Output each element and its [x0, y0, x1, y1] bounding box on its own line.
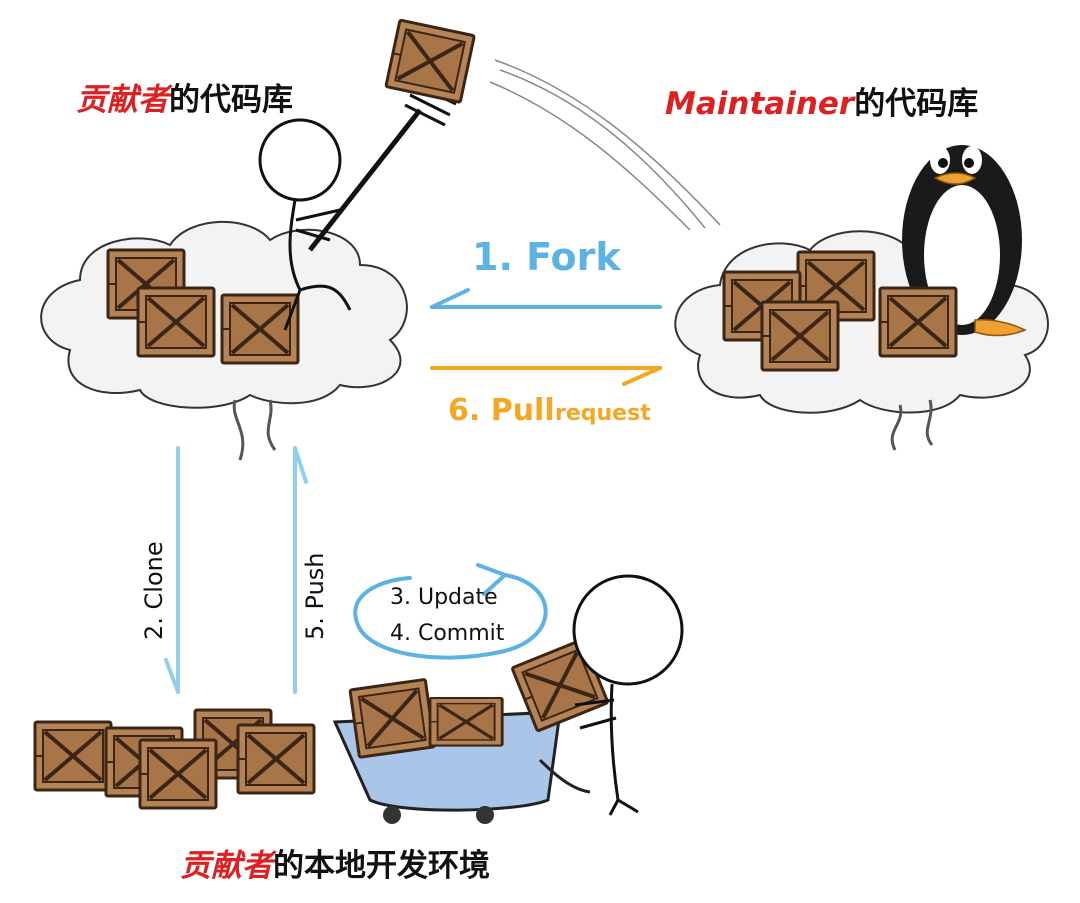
pull-request-label: 6. Pull: [448, 393, 555, 428]
local-highlight: 贡献者: [180, 848, 273, 884]
clone-arrow: [164, 446, 180, 694]
update-commit-cycle-arrow: [353, 563, 548, 660]
fork-label: 1. Fork: [472, 235, 621, 279]
pull-request-arrow: [430, 366, 662, 386]
local-env-text: 的本地开发环境: [273, 848, 490, 884]
contributor-repo-text: 的代码库: [169, 82, 293, 118]
motion-lines: [489, 59, 721, 231]
local-env-caption: 贡献者的本地开发环境: [180, 840, 490, 885]
maintainer-highlight: Maintainer: [665, 86, 855, 122]
update-label: 3. Update: [390, 585, 498, 610]
fork-arrow: [430, 288, 662, 309]
push-label: 5. Push: [301, 552, 329, 640]
maintainer-repo-caption: Maintainer的代码库: [665, 78, 978, 123]
push-arrow: [293, 446, 308, 694]
maintainer-repo-text: 的代码库: [854, 86, 979, 122]
clone-label: 2. Clone: [140, 541, 168, 640]
stick-figure-forking: [258, 84, 457, 331]
local-crates: [33, 708, 316, 810]
flying-crate: [383, 18, 477, 105]
contributor-highlight: 贡献者: [76, 82, 169, 118]
stick-figure-pushing: [572, 574, 684, 816]
pull-request-sub-label: request: [555, 401, 651, 426]
contributor-repo-caption: 贡献者的代码库: [76, 74, 293, 119]
commit-label: 4. Commit: [390, 621, 505, 646]
